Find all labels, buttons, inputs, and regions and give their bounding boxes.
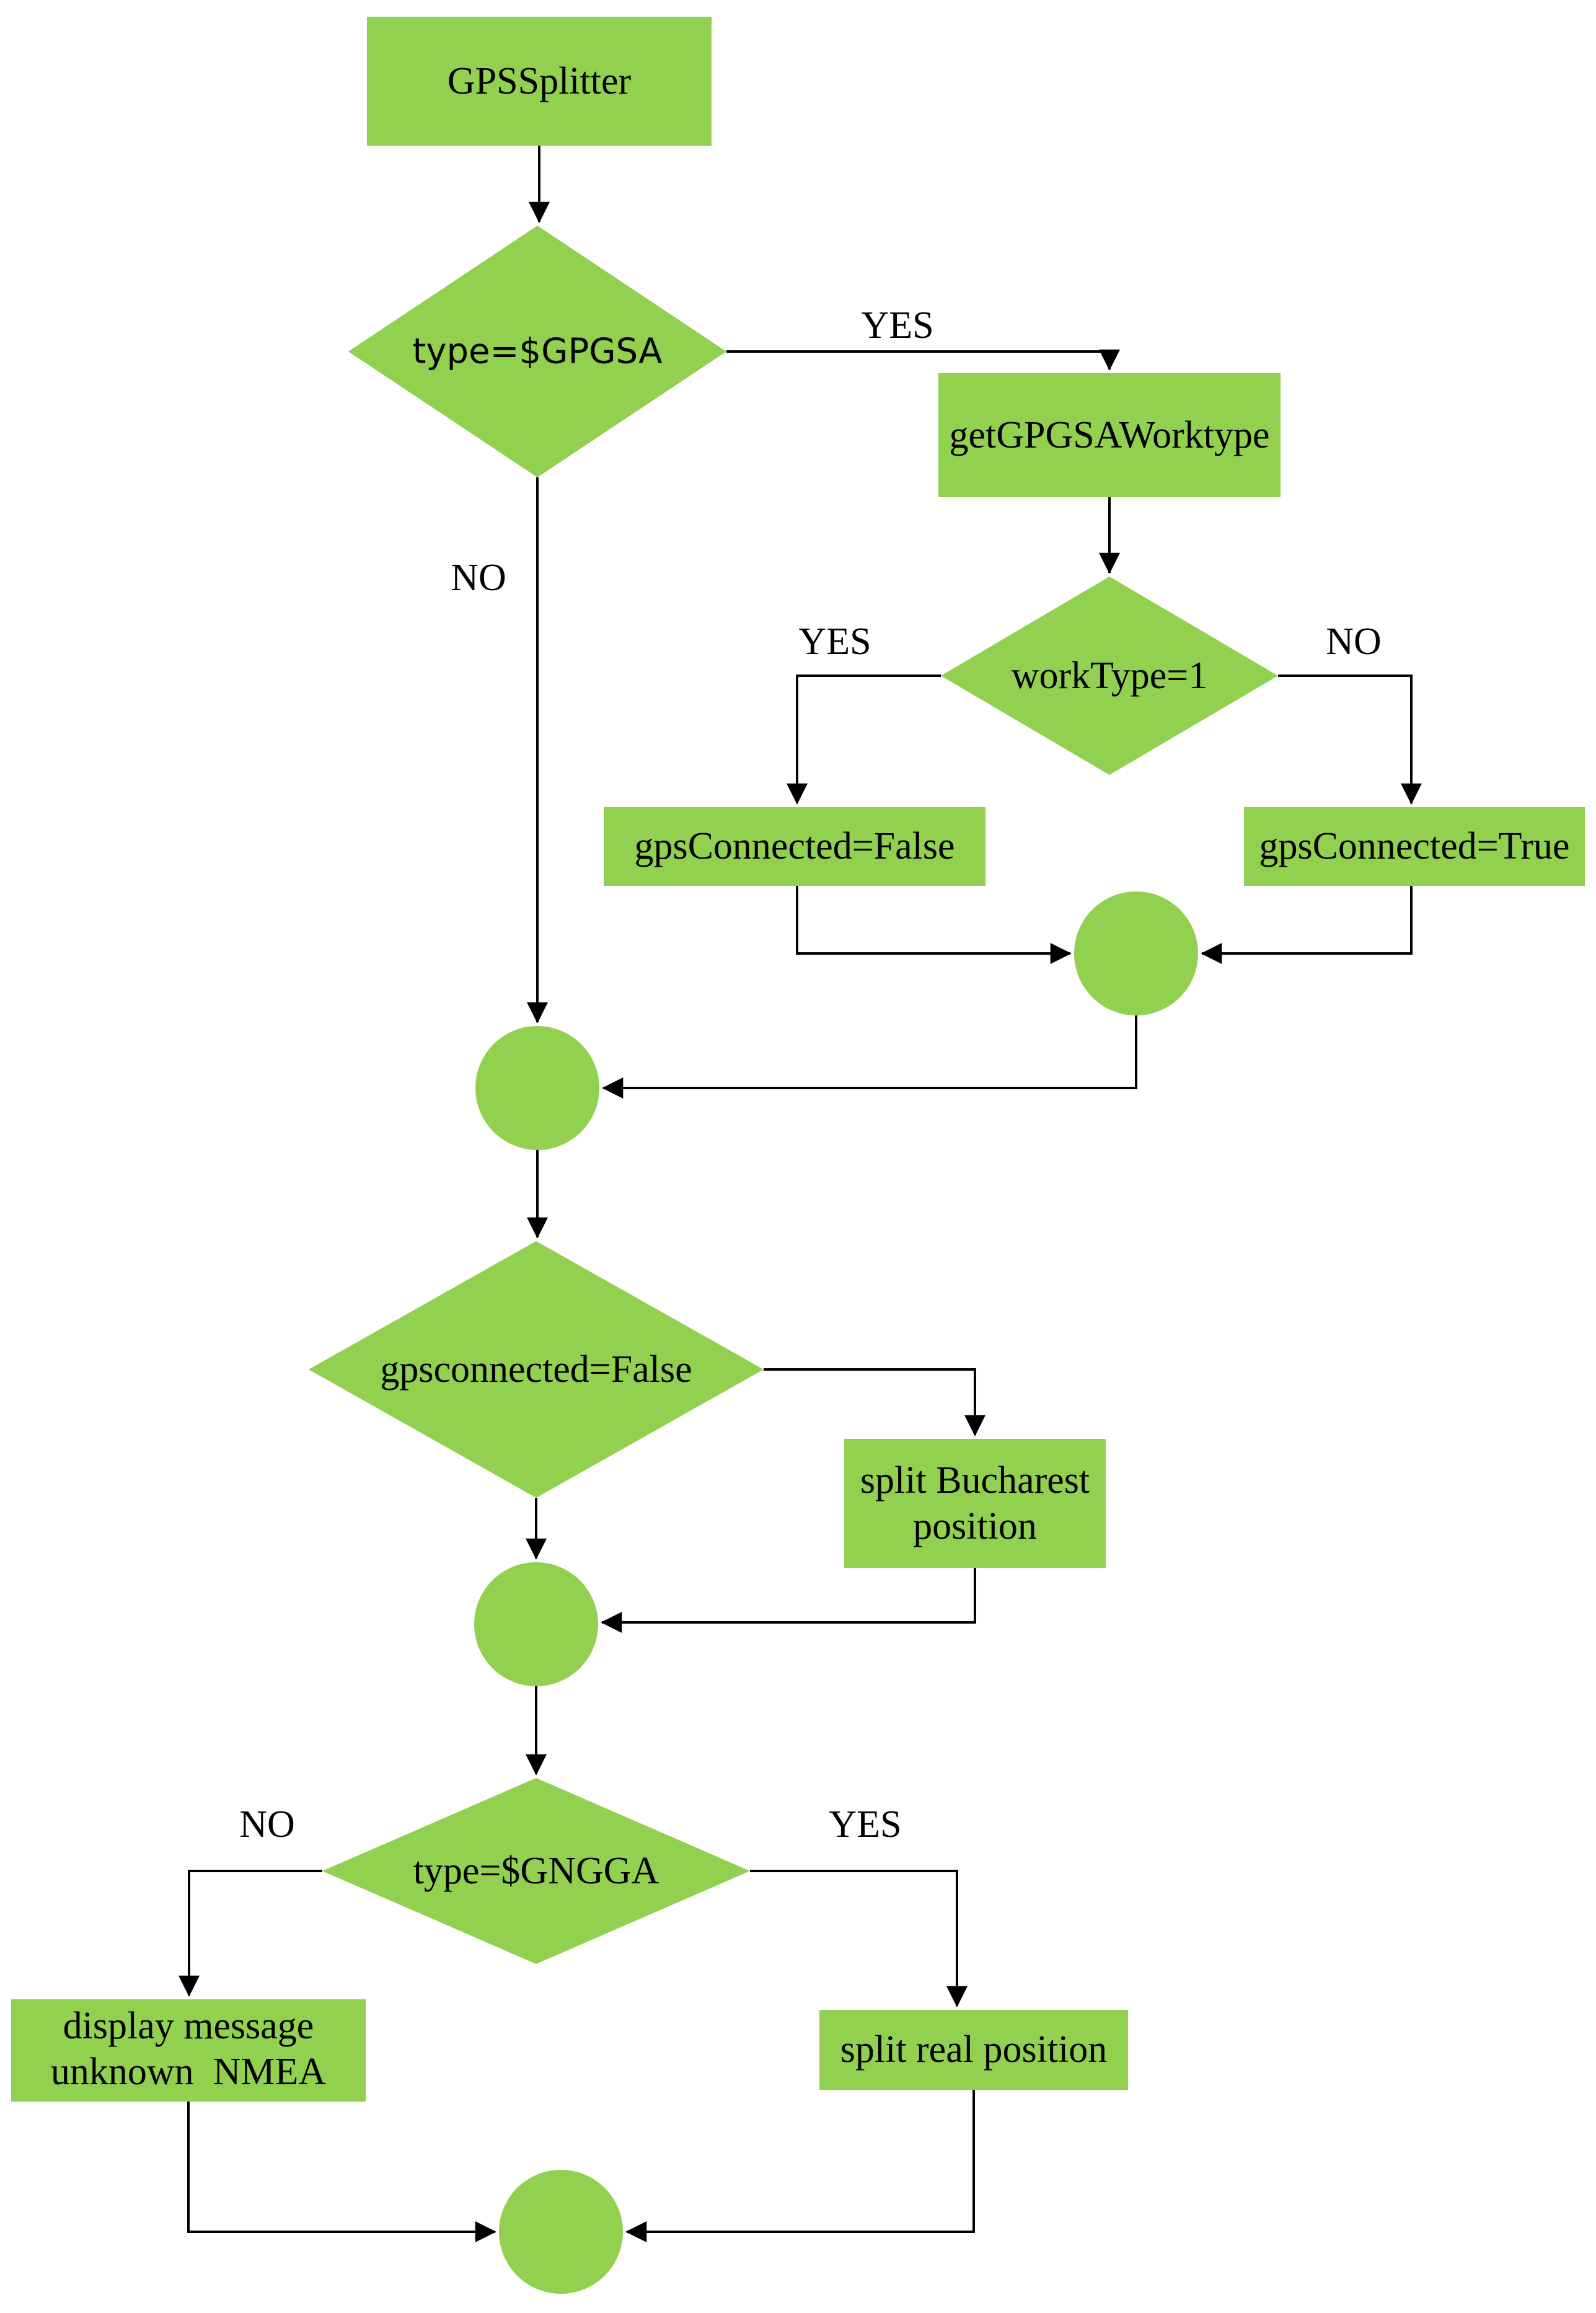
- get-worktype-node-label: getGPGSAWorktype: [949, 414, 1269, 456]
- edge-false-to-merge1: [796, 886, 1072, 964]
- merge-circle-gpgsa: [475, 1026, 599, 1150]
- display-message-node-label-line2: unknown NMEA: [51, 2051, 327, 2093]
- edge-true-to-merge1: [1201, 886, 1413, 964]
- start-node-shape: [367, 17, 712, 146]
- get-worktype-node-shape: [938, 373, 1281, 497]
- merge-circle-end: [499, 2170, 623, 2294]
- edge-label-gpgsa-yes: YES: [861, 304, 933, 347]
- split-bucharest-node-label-line2: position: [913, 1505, 1037, 1547]
- split-real-node-label: split real position: [840, 2028, 1108, 2071]
- gps-connected-false-node-shape: [604, 807, 985, 886]
- display-message-node: display message unknown NMEA: [11, 1999, 366, 2102]
- edge-label-worktype-yes: YES: [798, 621, 871, 663]
- edge-gpsconnected-to-bucharest: [764, 1368, 985, 1436]
- merge-circle-bucharest: [474, 1562, 598, 1686]
- edge-gpgsa-yes: [726, 349, 1120, 371]
- decision-type-gngga-label: type=$GNGGA: [413, 1850, 659, 1892]
- edge-bucharest-to-merge3: [601, 1568, 976, 1633]
- edge-gngga-no: [179, 1870, 322, 1997]
- gps-connected-true-node-label: gpsConnected=True: [1259, 825, 1569, 867]
- gps-connected-true-node-shape: [1244, 807, 1585, 886]
- split-real-node-shape: [819, 2010, 1128, 2090]
- decision-type-gngga-shape: [322, 1778, 750, 1964]
- split-bucharest-node-shape: [844, 1439, 1106, 1568]
- decision-worktype-shape: [941, 577, 1278, 775]
- gps-connected-true-node: gpsConnected=True: [1244, 807, 1585, 886]
- gps-connected-false-node: gpsConnected=False: [604, 807, 985, 886]
- decision-gpsconnected: gpsconnected=False: [309, 1241, 764, 1498]
- decision-gpsconnected-label: gpsconnected=False: [380, 1348, 692, 1391]
- edge-gngga-yes: [750, 1870, 968, 2007]
- merge-circle-worktype: [1074, 891, 1198, 1015]
- get-worktype-node: getGPGSAWorktype: [938, 373, 1281, 497]
- start-node-label: GPSSplitter: [447, 60, 632, 102]
- decision-worktype-label: workType=1: [1012, 655, 1207, 697]
- decision-worktype: workType=1: [941, 577, 1278, 775]
- display-message-node-label-line1: display message: [63, 2005, 314, 2047]
- edge-label-worktype-no: NO: [1326, 621, 1382, 663]
- decision-type-gngga: type=$GNGGA: [322, 1778, 750, 1964]
- decision-type-gpgsa: type=$GPGSA: [348, 226, 726, 477]
- display-message-node-shape: [11, 1999, 366, 2102]
- gps-connected-false-node-label: gpsConnected=False: [634, 825, 955, 867]
- edge-label-gngga-yes: YES: [829, 1803, 901, 1846]
- edge-splitreal-to-end: [625, 2090, 975, 2242]
- edge-worktype-no: [1278, 674, 1422, 805]
- split-bucharest-node-label-line1: split Bucharest: [860, 1459, 1090, 1501]
- edge-worktype-yes: [787, 674, 941, 805]
- decision-type-gpgsa-shape: [348, 226, 726, 477]
- split-real-node: split real position: [819, 2010, 1128, 2090]
- edge-display-to-end: [187, 2102, 496, 2242]
- split-bucharest-node: split Bucharest position: [844, 1439, 1106, 1568]
- edge-label-gpgsa-no: NO: [451, 557, 506, 599]
- start-node: GPSSplitter: [367, 17, 712, 146]
- edge-label-gngga-no: NO: [239, 1803, 295, 1846]
- decision-gpsconnected-shape: [309, 1241, 764, 1498]
- decision-type-gpgsa-label: type=$GPGSA: [412, 332, 662, 372]
- edge-merge1-to-merge2: [602, 1015, 1137, 1099]
